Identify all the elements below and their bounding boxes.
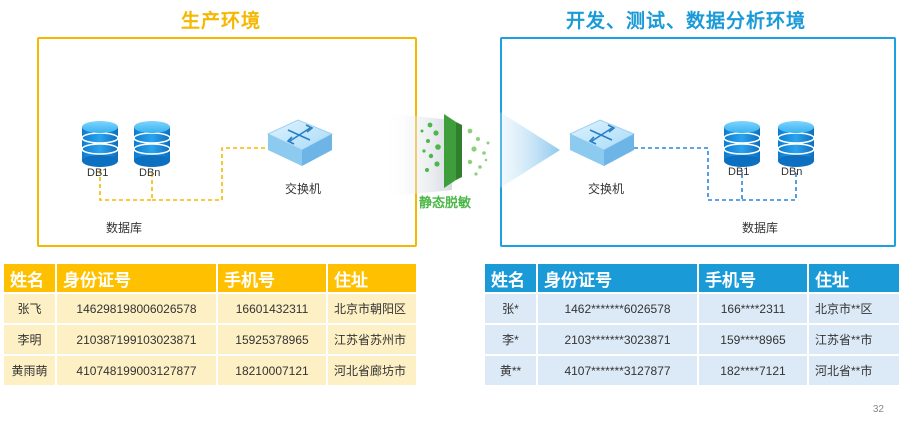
cell-address: 北京市**区 [809,294,899,323]
cell-phone: 18210007121 [218,356,326,385]
table-row: 李明 210387199103023871 15925378965 江苏省苏州市 [4,325,416,354]
table-row: 李* 2103*******3023871 159****8965 江苏省**市 [485,325,899,354]
header-phone: 手机号 [218,264,326,292]
data-flow-diagram [81,112,815,201]
dev-data-table: 姓名 身份证号 手机号 住址 张* 1462*******6026578 166… [483,262,900,387]
production-database-label: 数据库 [106,221,143,235]
dev-title: 开发、测试、数据分析环境 [566,11,807,32]
cell-id-number: 1462*******6026578 [538,294,697,323]
cell-id-number: 4107*******3127877 [538,356,697,385]
header-address: 住址 [809,264,899,292]
production-data-table: 姓名 身份证号 手机号 住址 张飞 146298198006026578 166… [2,262,418,387]
table-row: 张飞 146298198006026578 16601432311 北京市朝阳区 [4,294,416,323]
cell-phone: 159****8965 [699,325,807,354]
cell-name: 张飞 [4,294,55,323]
header-name: 姓名 [485,264,536,292]
dev-switch-icon [569,119,635,167]
cell-address: 河北省廊坊市 [328,356,416,385]
masking-beam-left [383,113,452,197]
cell-id-number: 146298198006026578 [57,294,216,323]
table-row: 张* 1462*******6026578 166****2311 北京市**区 [485,294,899,323]
cell-name: 黄雨萌 [4,356,55,385]
dev-dbn-label: DBn [781,166,803,178]
cell-id-number: 410748199003127877 [57,356,216,385]
cell-phone: 166****2311 [699,294,807,323]
cell-address: 北京市朝阳区 [328,294,416,323]
dev-db1-label: DB1 [728,166,750,178]
header-address: 住址 [328,264,416,292]
production-switch-label: 交换机 [285,182,322,196]
production-db1-label: DB1 [87,167,109,179]
dev-dbn-icon [777,120,815,168]
production-db1-icon [81,120,119,168]
cell-name: 李* [485,325,536,354]
production-title: 生产环境 [181,11,262,32]
masking-filter-icon [420,114,490,188]
masking-arrow [500,112,560,188]
cell-phone: 16601432311 [218,294,326,323]
cell-id-number: 2103*******3023871 [538,325,697,354]
cell-phone: 182****7121 [699,356,807,385]
production-switch-icon [267,119,333,167]
header-phone: 手机号 [699,264,807,292]
table-header-row: 姓名 身份证号 手机号 住址 [485,264,899,292]
header-id-number: 身份证号 [57,264,216,292]
cell-address: 河北省**市 [809,356,899,385]
dev-db1-icon [723,120,761,168]
cell-address: 江苏省**市 [809,325,899,354]
dev-database-label: 数据库 [742,221,779,235]
cell-phone: 15925378965 [218,325,326,354]
table-header-row: 姓名 身份证号 手机号 住址 [4,264,416,292]
production-dbn-icon [133,120,171,168]
cell-name: 张* [485,294,536,323]
header-id-number: 身份证号 [538,264,697,292]
cell-name: 李明 [4,325,55,354]
cell-id-number: 210387199103023871 [57,325,216,354]
page-number: 32 [872,404,884,415]
production-dbn-label: DBn [139,167,161,179]
table-row: 黄** 4107*******3127877 182****7121 河北省**… [485,356,899,385]
cell-name: 黄** [485,356,536,385]
table-row: 黄雨萌 410748199003127877 18210007121 河北省廊坊… [4,356,416,385]
masking-label: 静态脱敏 [419,195,472,210]
cell-address: 江苏省苏州市 [328,325,416,354]
dev-switch-label: 交换机 [588,182,625,196]
header-name: 姓名 [4,264,55,292]
